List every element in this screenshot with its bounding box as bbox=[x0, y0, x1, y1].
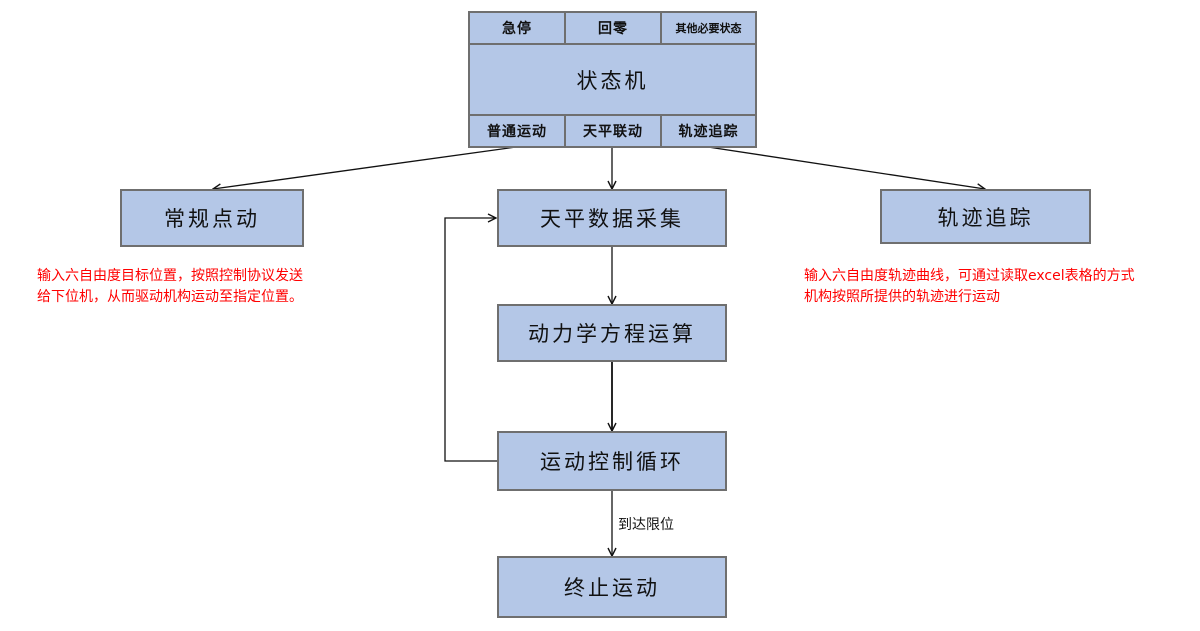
node-dynamics-label: 动力学方程运算 bbox=[528, 322, 696, 346]
state-other: 其他必要状态 bbox=[660, 11, 757, 45]
note-jog-line-2: 给下位机，从而驱动机构运动至指定位置。 bbox=[37, 289, 303, 305]
feedback-loop-arrow bbox=[444, 218, 498, 462]
note-trajectory-line-1: 输入六自由度轨迹曲线，可通过读取excel表格的方式 bbox=[804, 268, 1135, 284]
node-jog: 常规点动 bbox=[120, 189, 304, 247]
mode-normal: 普通运动 bbox=[468, 114, 566, 148]
note-jog: 输入六自由度目标位置，按照控制协议发送 给下位机，从而驱动机构运动至指定位置。 bbox=[37, 266, 303, 308]
note-trajectory-line-2: 机构按照所提供的轨迹进行运动 bbox=[804, 289, 1000, 305]
node-stop: 终止运动 bbox=[497, 556, 727, 618]
node-stop-label: 终止运动 bbox=[564, 576, 660, 600]
arrow-to-trajectory bbox=[707, 146, 985, 189]
note-jog-line-1: 输入六自由度目标位置，按照控制协议发送 bbox=[37, 268, 303, 284]
node-trajectory: 轨迹追踪 bbox=[880, 189, 1091, 244]
node-balance-acq: 天平数据采集 bbox=[497, 189, 727, 247]
state-homing-label: 回零 bbox=[598, 21, 628, 37]
node-motion-loop: 运动控制循环 bbox=[497, 431, 727, 491]
mode-balance: 天平联动 bbox=[564, 114, 662, 148]
state-other-label: 其他必要状态 bbox=[675, 22, 742, 35]
node-trajectory-label: 轨迹追踪 bbox=[937, 205, 1034, 230]
arrow-to-jog bbox=[213, 146, 517, 189]
state-estop-label: 急停 bbox=[502, 21, 532, 37]
state-machine-title-box: 状态机 bbox=[468, 43, 757, 116]
node-balance-acq-label: 天平数据采集 bbox=[540, 207, 684, 231]
state-homing: 回零 bbox=[564, 11, 662, 45]
mode-trajectory-label: 轨迹追踪 bbox=[678, 124, 739, 140]
mode-balance-label: 天平联动 bbox=[583, 124, 643, 140]
node-motion-loop-label: 运动控制循环 bbox=[540, 450, 684, 474]
state-estop: 急停 bbox=[468, 11, 566, 45]
note-trajectory: 输入六自由度轨迹曲线，可通过读取excel表格的方式 机构按照所提供的轨迹进行运… bbox=[804, 266, 1135, 308]
edge-label-limit: 到达限位 bbox=[618, 517, 674, 533]
mode-normal-label: 普通运动 bbox=[487, 124, 547, 140]
mode-trajectory: 轨迹追踪 bbox=[660, 114, 757, 148]
node-dynamics: 动力学方程运算 bbox=[497, 304, 727, 362]
node-jog-label: 常规点动 bbox=[164, 207, 260, 231]
state-machine-title: 状态机 bbox=[576, 68, 649, 93]
